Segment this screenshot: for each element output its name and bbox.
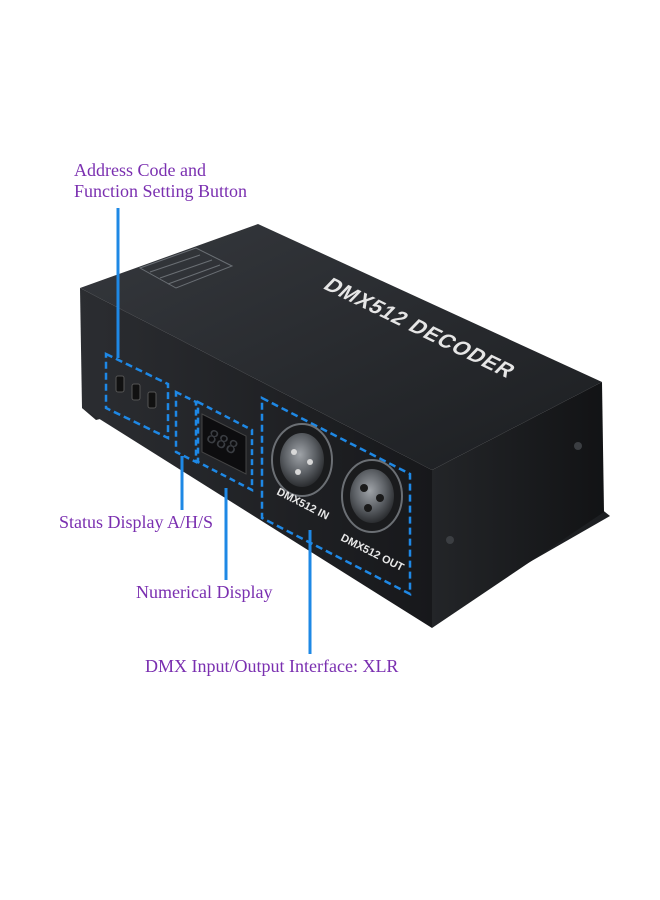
screw: [574, 442, 582, 450]
housing-top: [80, 224, 602, 470]
status-display-label: Status Display A/H/S: [59, 512, 214, 532]
dmx-interface-label: DMX Input/Output Interface: XLR: [145, 656, 399, 676]
numerical-display: [201, 413, 247, 475]
setting-buttons: [115, 375, 157, 409]
housing-end: [432, 382, 604, 628]
screw: [446, 536, 454, 544]
top-sticker: [138, 247, 234, 289]
callout-lines: [116, 208, 312, 654]
xlr-callout-box: [260, 395, 412, 597]
address-code-label-line1: Address Code and: [74, 160, 206, 180]
xlr-in-port: [271, 423, 333, 497]
buttons-callout-box: [104, 352, 170, 440]
numerical-display-label: Numerical Display: [136, 582, 273, 602]
housing-front: [80, 288, 432, 628]
numerical-display-box: [196, 399, 254, 493]
address-code-label: Address Code and Function Setting Button: [74, 160, 247, 202]
address-code-label-line2: Function Setting Button: [74, 181, 248, 201]
status-display-box: [174, 389, 198, 465]
xlr-out-port: [341, 459, 403, 533]
